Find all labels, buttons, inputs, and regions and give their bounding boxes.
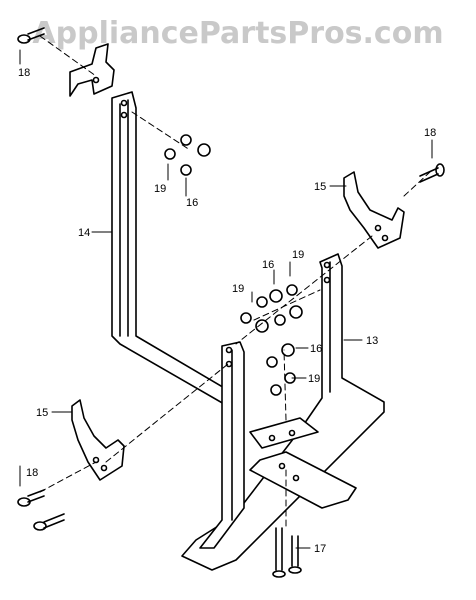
label-17: 17	[314, 543, 326, 555]
bracket-15-bottom-left	[71, 399, 125, 481]
bracket-15-top-right	[343, 171, 405, 249]
bolt-18-right	[419, 163, 445, 183]
label-16-top: 16	[186, 197, 198, 209]
label-15-bottom: 15	[36, 407, 48, 419]
bolt-18-top-left	[17, 27, 45, 44]
label-13: 13	[366, 335, 378, 347]
label-19-middle-left: 19	[232, 283, 244, 295]
label-16-middle: 16	[262, 259, 274, 271]
label-18-bottom-left: 18	[26, 467, 38, 479]
label-16-lower: 16	[310, 343, 322, 355]
bolt-17	[272, 527, 302, 578]
washers-top	[164, 134, 211, 176]
label-19-middle-right: 19	[292, 249, 304, 261]
assembly-lines	[39, 35, 431, 531]
watermark: AppliancePartsPros.com	[32, 16, 444, 51]
washers-lower	[266, 343, 296, 396]
stand-frame-13	[181, 253, 385, 571]
label-14: 14	[78, 227, 90, 239]
label-19-lower: 19	[308, 373, 320, 385]
label-18-right: 18	[424, 127, 436, 139]
washers-middle	[240, 284, 303, 333]
callout-labels: 14 13 15 15 18 18 18 17 19 16 16 19 19 1…	[18, 67, 436, 555]
leader-lines	[19, 49, 433, 549]
label-15-top: 15	[314, 181, 326, 193]
bolt-18-bottom-left	[17, 489, 65, 531]
label-18-top-left: 18	[18, 67, 30, 79]
bracket-15-top-left	[69, 43, 115, 97]
label-19-top: 19	[154, 183, 166, 195]
